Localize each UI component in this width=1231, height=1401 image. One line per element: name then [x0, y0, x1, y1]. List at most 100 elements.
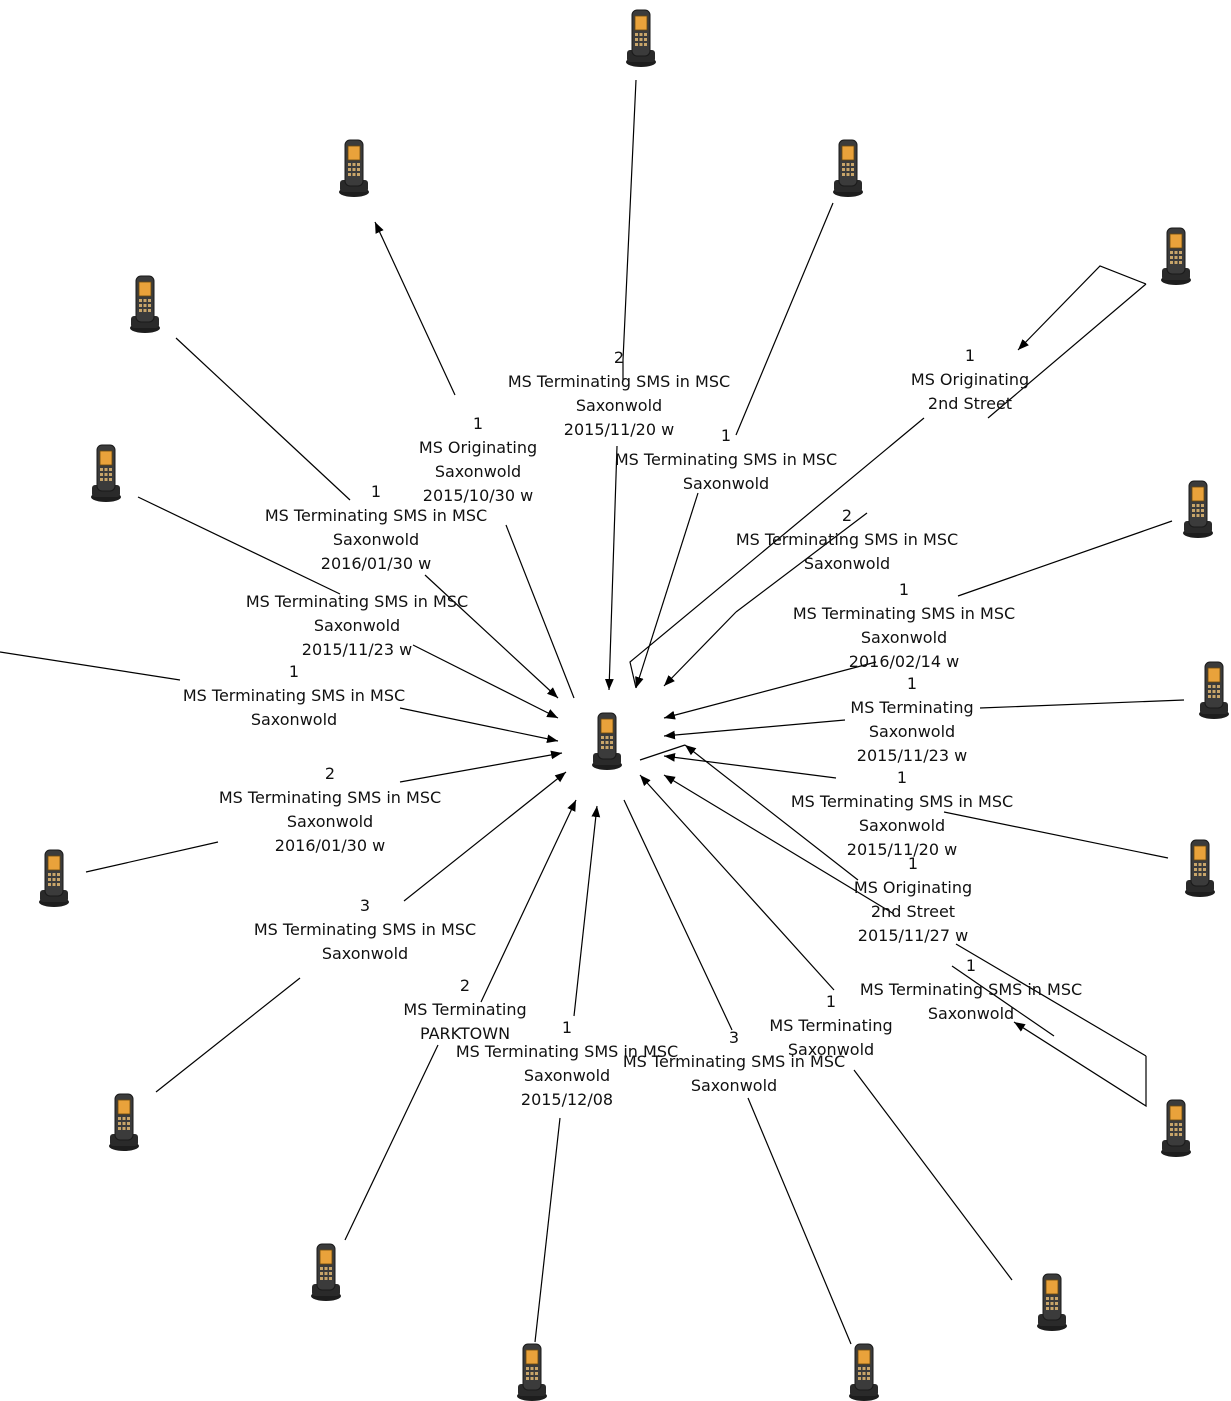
phone-node-n-right-mid[interactable] — [1180, 479, 1216, 539]
edge-count: 1 — [288, 662, 300, 681]
edge-line-e12[interactable] — [943, 811, 1169, 859]
edge-line-e1b[interactable] — [604, 445, 618, 691]
edge-line-e13c[interactable] — [955, 943, 1147, 1057]
edge-line-e3[interactable] — [735, 202, 834, 436]
edge-count: 1 — [720, 426, 732, 445]
edge-label-line: 2016/01/30 w — [274, 836, 386, 855]
phone-node-n-left-mid[interactable] — [88, 443, 124, 503]
edge-label-line: 2015/12/08 — [520, 1090, 614, 1109]
edge-line-e16b[interactable] — [403, 771, 567, 902]
edge-line-e5[interactable] — [175, 337, 351, 501]
edge-label-line: 2nd Street — [870, 902, 956, 921]
edge-label-line: MS Terminating — [850, 698, 974, 717]
edge-line-e17[interactable] — [344, 1044, 439, 1241]
phone-node-n-bottom-left[interactable] — [308, 1242, 344, 1302]
edge-line-e10[interactable] — [979, 699, 1185, 709]
phone-node-hub[interactable] — [589, 711, 625, 771]
edge-line-e13b[interactable] — [639, 744, 686, 761]
edge-line-e8[interactable] — [735, 512, 868, 613]
edge-label-line: Saxonwold — [787, 1040, 875, 1059]
edge-line-e11[interactable] — [85, 841, 219, 873]
edge-line-e9b[interactable] — [663, 661, 877, 720]
mobile-phone-icon — [106, 1092, 142, 1152]
edge-line-e6[interactable] — [0, 651, 181, 681]
phone-node-n-right-top[interactable] — [1158, 226, 1194, 286]
mobile-phone-icon — [308, 1242, 344, 1302]
edge-line-e7b[interactable] — [412, 644, 559, 719]
edge-line-e12b[interactable] — [663, 753, 837, 779]
edge-line-e4b[interactable] — [1017, 265, 1147, 351]
edge-line-e18[interactable] — [747, 1097, 852, 1345]
edge-line-e7[interactable] — [137, 496, 341, 595]
edge-line-e5b[interactable] — [424, 574, 559, 699]
phone-node-n-upper-right[interactable] — [830, 138, 866, 198]
phone-node-n-right-center[interactable] — [1196, 660, 1231, 720]
edge-line-e1[interactable] — [622, 79, 637, 382]
edge-line-e18b[interactable] — [623, 799, 733, 1031]
phone-node-n-lower-left[interactable] — [106, 1092, 142, 1152]
edge-label-line: MS Terminating SMS in MSC — [622, 1052, 846, 1071]
edge-label-line: MS Terminating SMS in MSC — [507, 372, 731, 391]
edge-line-e15b[interactable] — [639, 774, 835, 991]
phone-node-n-bottom-right[interactable] — [1034, 1272, 1070, 1332]
edge-line-e15[interactable] — [853, 1069, 1013, 1281]
edge-line-e10b[interactable] — [663, 719, 846, 740]
edge-line-e14b[interactable] — [663, 774, 895, 915]
mobile-phone-icon — [514, 1342, 550, 1401]
edge-line-e3b[interactable] — [635, 492, 699, 689]
edge-line-e16[interactable] — [155, 977, 301, 1093]
edge-count: 1 — [370, 482, 382, 501]
edge-line-e19[interactable] — [534, 1117, 561, 1343]
edge-line-e8b[interactable] — [663, 611, 737, 687]
phone-node-n-right-low[interactable] — [1182, 838, 1218, 898]
edge-line-e13d[interactable] — [1013, 1021, 1147, 1108]
phone-node-n-upper-left[interactable] — [336, 138, 372, 198]
edge-line-e14[interactable] — [951, 965, 1055, 1037]
phone-node-n-right-bottom[interactable] — [1158, 1098, 1194, 1158]
edge-line-e11b[interactable] — [399, 750, 563, 783]
phone-node-n-bottom-center-left[interactable] — [514, 1342, 550, 1401]
edge-line-e6b[interactable] — [399, 707, 559, 744]
edge-line-e2[interactable] — [505, 524, 575, 699]
edge-count: 2 — [324, 764, 336, 783]
edge-label-line: Saxonwold — [927, 1004, 1015, 1023]
edge-line-e4c[interactable] — [987, 283, 1147, 419]
edge-line-e13[interactable] — [684, 744, 859, 881]
phone-node-n-left-top[interactable] — [127, 274, 163, 334]
edge-count: 1 — [472, 414, 484, 433]
edge-line-e2b[interactable] — [374, 221, 456, 396]
edge-label-line: MS Terminating SMS in MSC — [859, 980, 1083, 999]
edge-line-e4[interactable] — [629, 417, 925, 689]
edge-line-e19b[interactable] — [573, 805, 601, 1017]
phone-node-n-top[interactable] — [623, 8, 659, 68]
edge-label-line: MS Terminating SMS in MSC — [218, 788, 442, 807]
edge-label-line: 2016/02/14 w — [848, 652, 960, 671]
edge-label-line: 2015/11/27 w — [857, 926, 969, 945]
phone-node-n-bottom-center-right[interactable] — [846, 1342, 882, 1401]
edge-line-e9[interactable] — [957, 520, 1173, 597]
edge-line-e17b[interactable] — [480, 799, 577, 1003]
edge-count: 1 — [964, 346, 976, 365]
edge-count: 1 — [896, 768, 908, 787]
edge-label-line: MS Terminating SMS in MSC — [253, 920, 477, 939]
phone-node-n-left-low[interactable] — [36, 848, 72, 908]
